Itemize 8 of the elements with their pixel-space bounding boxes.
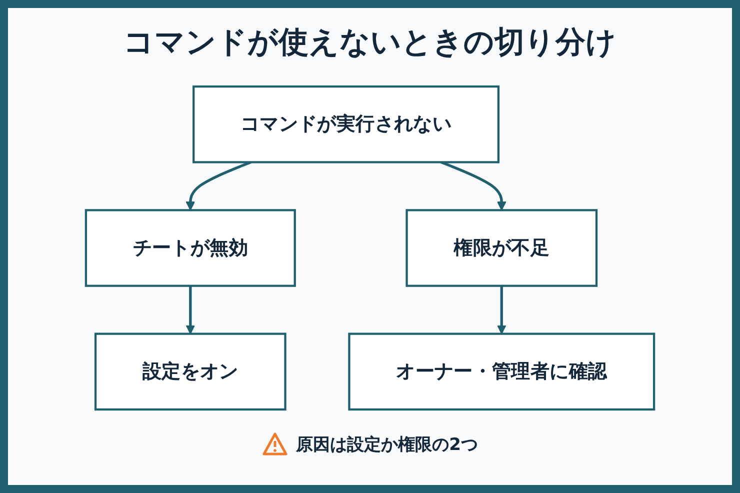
arrow bbox=[186, 286, 196, 334]
node-box: オーナー・管理者に確認 bbox=[348, 332, 656, 411]
node-box: チートが無効 bbox=[84, 209, 296, 287]
note-text: 原因は設定か権限の2つ bbox=[296, 434, 478, 456]
node-box: コマンドが実行されない bbox=[192, 85, 500, 164]
arrow bbox=[496, 286, 506, 334]
node-box: 設定をオン bbox=[94, 332, 286, 411]
title: コマンドが使えないときの切り分け bbox=[122, 24, 618, 62]
